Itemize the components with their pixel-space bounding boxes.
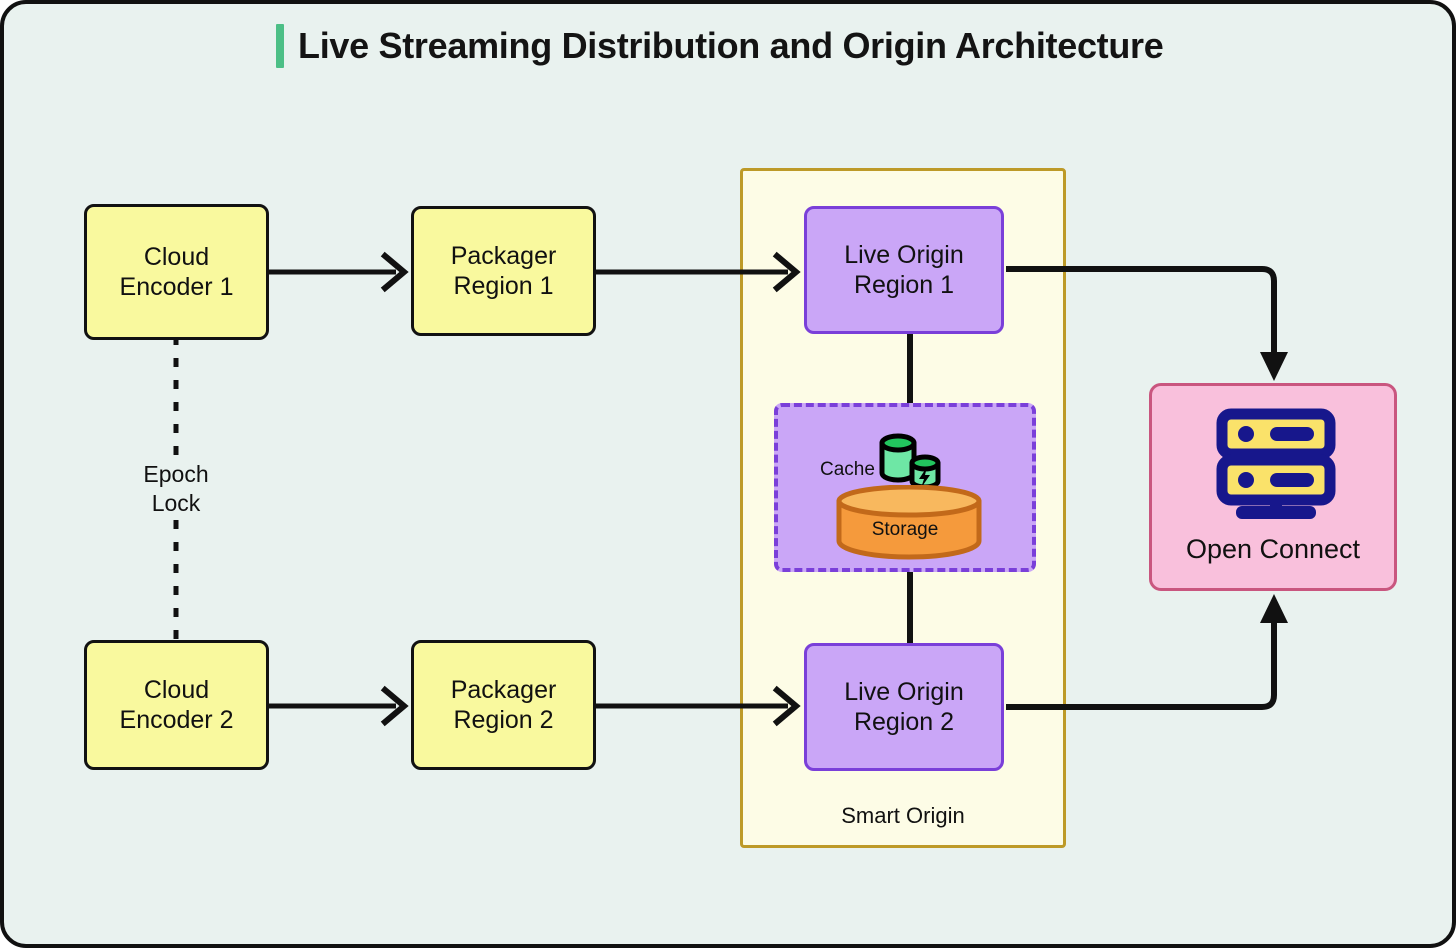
server-rack-icon — [1216, 408, 1336, 519]
node-packager-region-2[interactable]: Packager Region 2 — [411, 640, 596, 770]
node-live-origin-region-2-line2: Region 2 — [853, 708, 955, 736]
node-cloud-encoder-1-line1: Cloud — [143, 242, 210, 271]
node-cloud-encoder-2-line2: Encoder 2 — [119, 706, 234, 734]
title-accent-bar — [276, 24, 284, 68]
node-packager-region-2-line1: Packager — [450, 675, 557, 704]
node-cloud-encoder-1[interactable]: Cloud Encoder 1 — [84, 204, 269, 340]
node-packager-region-2-line2: Region 2 — [453, 706, 554, 734]
cache-cylinders-icon — [879, 433, 941, 490]
node-cloud-encoder-2[interactable]: Cloud Encoder 2 — [84, 640, 269, 770]
node-open-connect-label: Open Connect — [1185, 534, 1361, 565]
edge-encoder1-to-packager1 — [269, 251, 409, 293]
node-live-origin-region-1-line1: Live Origin — [844, 240, 964, 269]
cache-label: Cache — [820, 459, 875, 480]
storage-cylinder-icon — [836, 485, 982, 560]
node-packager-region-1-line2: Region 1 — [453, 272, 554, 300]
node-live-origin-region-1-line2: Region 1 — [853, 271, 955, 299]
node-live-origin-region-2-line1: Live Origin — [844, 677, 964, 706]
group-smart-origin-label: Smart Origin — [841, 803, 965, 828]
group-cache-storage: Cache Storage — [774, 403, 1036, 572]
label-epoch-lock-line2: Lock — [151, 489, 201, 516]
page-title: Live Streaming Distribution and Origin A… — [276, 24, 1164, 68]
node-open-connect[interactable]: Open Connect — [1149, 383, 1397, 591]
label-epoch-lock: Epoch Lock — [96, 460, 256, 518]
page-title-text: Live Streaming Distribution and Origin A… — [298, 25, 1164, 66]
node-packager-region-1[interactable]: Packager Region 1 — [411, 206, 596, 336]
node-live-origin-region-2[interactable]: Live Origin Region 2 — [804, 643, 1004, 771]
node-cloud-encoder-1-line2: Encoder 1 — [119, 273, 234, 301]
node-live-origin-region-1[interactable]: Live Origin Region 1 — [804, 206, 1004, 334]
node-packager-region-1-line1: Packager — [450, 241, 557, 270]
label-epoch-lock-line1: Epoch — [143, 461, 209, 487]
edge-encoder2-to-packager2 — [269, 685, 409, 727]
node-cloud-encoder-2-line1: Cloud — [143, 675, 210, 704]
